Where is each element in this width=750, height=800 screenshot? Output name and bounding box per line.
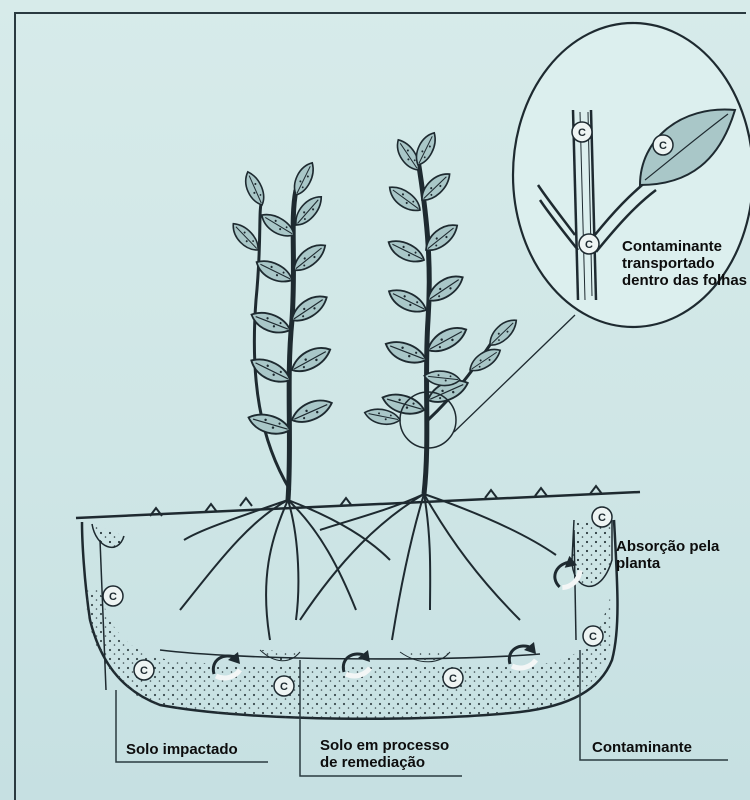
svg-text:C: C <box>578 127 586 139</box>
svg-text:C: C <box>280 681 288 693</box>
svg-text:C: C <box>589 631 597 643</box>
svg-text:C: C <box>109 591 117 603</box>
svg-text:C: C <box>585 239 593 251</box>
svg-text:C: C <box>598 512 606 524</box>
label-inset-contaminant-in-leaves: Contaminante transportado dentro das fol… <box>622 238 748 289</box>
label-contaminant: Contaminante <box>592 739 692 756</box>
label-impacted-soil: Solo impactado <box>126 741 238 758</box>
marker-c-1: C <box>103 586 123 606</box>
plant-left <box>228 160 335 500</box>
svg-text:C: C <box>659 140 667 152</box>
marker-c-3: C <box>274 676 294 696</box>
roots <box>180 494 556 640</box>
svg-text:C: C <box>449 673 457 685</box>
marker-c-6: C <box>592 507 612 527</box>
marker-c-4: C <box>443 668 463 688</box>
label-plant-absorption: Absorção pela planta <box>616 538 736 572</box>
label-soil-remediation: Solo em processo de remediação <box>320 737 460 771</box>
soil-basin <box>82 520 618 719</box>
marker-c-5: C <box>583 626 603 646</box>
svg-text:C: C <box>140 665 148 677</box>
ground-line <box>76 486 640 518</box>
marker-c-2: C <box>134 660 154 680</box>
